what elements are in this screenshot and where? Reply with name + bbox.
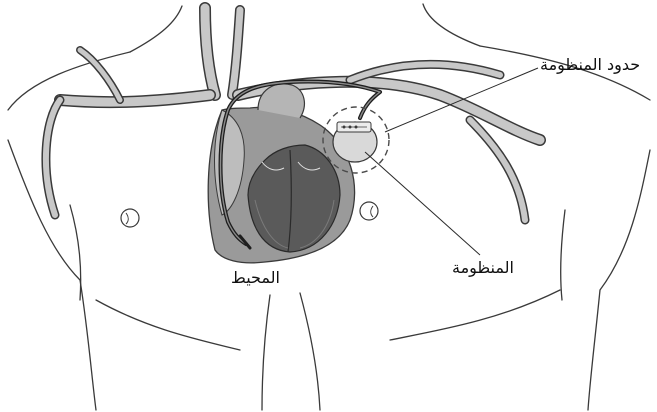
heart xyxy=(208,84,354,263)
label-system-boundary: حدود المنظومة xyxy=(540,57,640,73)
label-system: المنظومة xyxy=(452,260,514,276)
nipple-left xyxy=(121,209,139,227)
pacemaker-device xyxy=(333,122,377,162)
nipple-right xyxy=(360,202,378,220)
leader-system xyxy=(365,152,480,255)
leader-system-boundary xyxy=(385,68,538,132)
label-environment: المحيط xyxy=(231,270,280,286)
